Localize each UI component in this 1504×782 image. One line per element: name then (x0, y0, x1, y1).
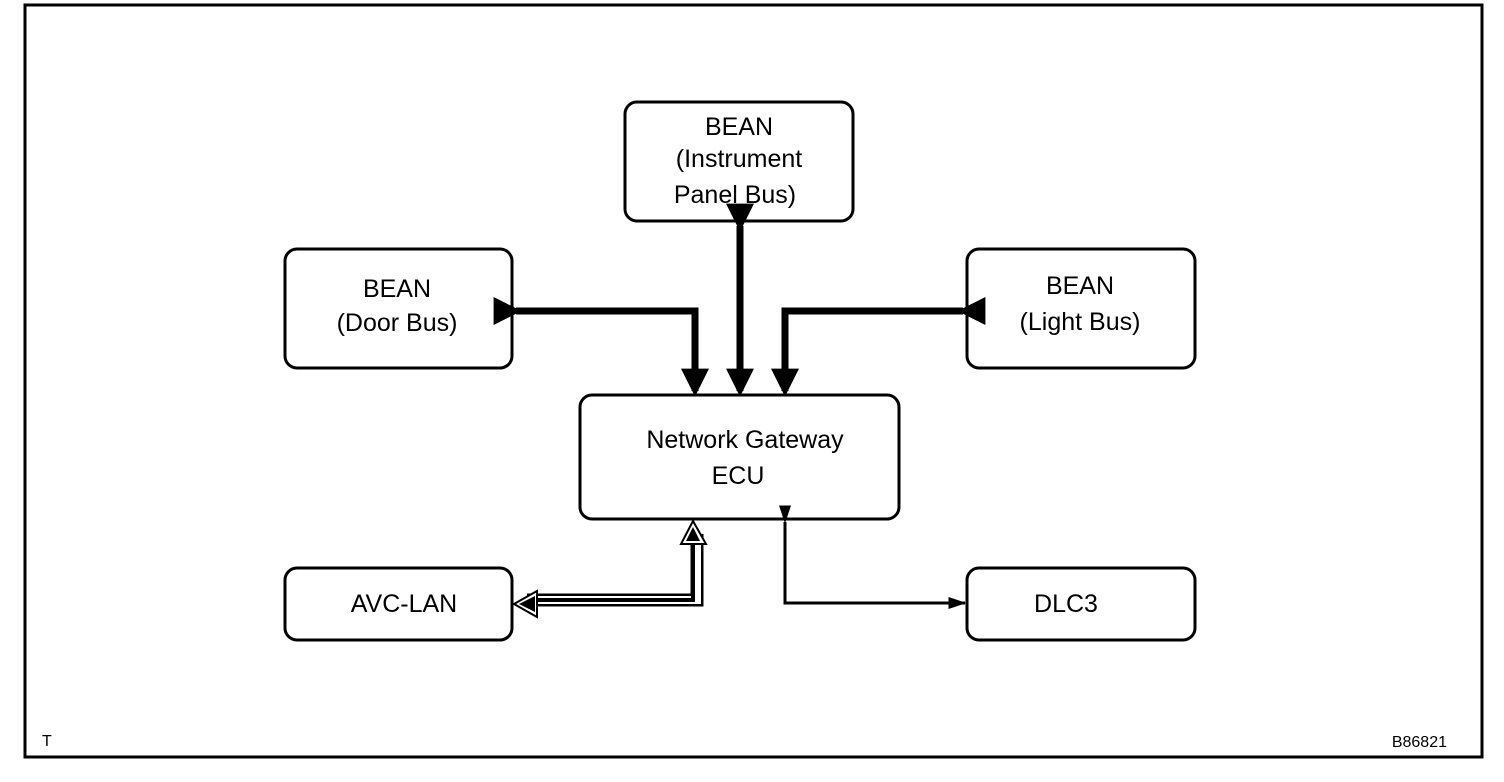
node-label: BEAN (363, 275, 431, 303)
node-label: Panel Bus) (674, 181, 796, 209)
dlc3-connection-arrow (779, 505, 967, 609)
node-light-bus: BEAN (Light Bus) (965, 247, 1197, 370)
node-label: BEAN (705, 113, 773, 141)
node-dlc3: DLC3 (965, 566, 1197, 642)
avc-lan-connection-arrow (511, 518, 708, 619)
node-label: BEAN (1046, 272, 1114, 300)
node-label: (Light Bus) (1020, 308, 1141, 336)
node-instrument-panel-bus: BEAN (Instrument Panel Bus) (623, 100, 855, 223)
corner-label: T (42, 733, 52, 750)
node-label: (Door Bus) (337, 309, 458, 337)
node-label: Network Gateway (646, 426, 844, 454)
node-label: (Instrument (676, 145, 802, 173)
node-avc-lan: AVC-LAN (283, 566, 514, 642)
node-network-gateway-ecu: Network Gateway ECU (578, 393, 901, 521)
light-bus-connection-arrow (771, 297, 986, 397)
node-label: AVC-LAN (351, 590, 458, 618)
node-label: ECU (712, 462, 765, 490)
frame-border (23, 3, 1484, 759)
node-label: DLC3 (1034, 590, 1098, 618)
node-door-bus: BEAN (Door Bus) (283, 247, 514, 370)
figure-code: B86821 (1392, 734, 1447, 751)
door-bus-connection-arrow (493, 297, 709, 397)
